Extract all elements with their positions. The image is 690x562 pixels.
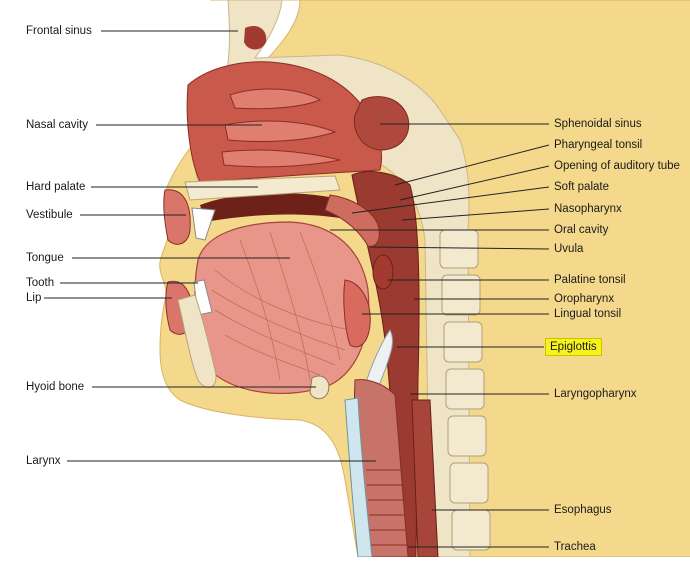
vertebra bbox=[448, 416, 486, 456]
vertebra bbox=[450, 463, 488, 503]
label-nasal-cavity: Nasal cavity bbox=[26, 118, 88, 132]
label-hard-palate: Hard palate bbox=[26, 180, 85, 194]
label-pharyngeal-tonsil: Pharyngeal tonsil bbox=[554, 138, 642, 152]
label-trachea: Trachea bbox=[554, 540, 596, 554]
label-oropharynx: Oropharynx bbox=[554, 292, 614, 306]
sphenoidal-sinus-region bbox=[354, 97, 408, 150]
label-soft-palate: Soft palate bbox=[554, 180, 609, 194]
label-palatine-tonsil: Palatine tonsil bbox=[554, 273, 626, 287]
label-uvula: Uvula bbox=[554, 242, 583, 256]
vertebra bbox=[440, 230, 478, 268]
label-epiglottis-highlighted: Epiglottis bbox=[545, 338, 602, 356]
palatine-tonsil-region bbox=[373, 255, 393, 289]
vertebra bbox=[444, 322, 482, 362]
label-nasopharynx: Nasopharynx bbox=[554, 202, 622, 216]
label-opening-auditory-tube: Opening of auditory tube bbox=[554, 159, 690, 173]
label-tongue: Tongue bbox=[26, 251, 64, 265]
label-hyoid-bone: Hyoid bone bbox=[26, 380, 84, 394]
label-lingual-tonsil: Lingual tonsil bbox=[554, 307, 621, 321]
label-sphenoidal-sinus: Sphenoidal sinus bbox=[554, 117, 642, 131]
label-tooth: Tooth bbox=[26, 276, 54, 290]
label-vestibule: Vestibule bbox=[26, 208, 73, 222]
vertebra bbox=[442, 275, 480, 315]
tongue-region bbox=[195, 222, 369, 393]
label-larynx: Larynx bbox=[26, 454, 61, 468]
label-esophagus: Esophagus bbox=[554, 503, 612, 517]
vertebra bbox=[452, 510, 490, 550]
label-frontal-sinus: Frontal sinus bbox=[26, 24, 92, 38]
vertebra bbox=[446, 369, 484, 409]
label-lip: Lip bbox=[26, 291, 41, 305]
label-oral-cavity: Oral cavity bbox=[554, 223, 608, 237]
label-laryngopharynx: Laryngopharynx bbox=[554, 387, 636, 401]
